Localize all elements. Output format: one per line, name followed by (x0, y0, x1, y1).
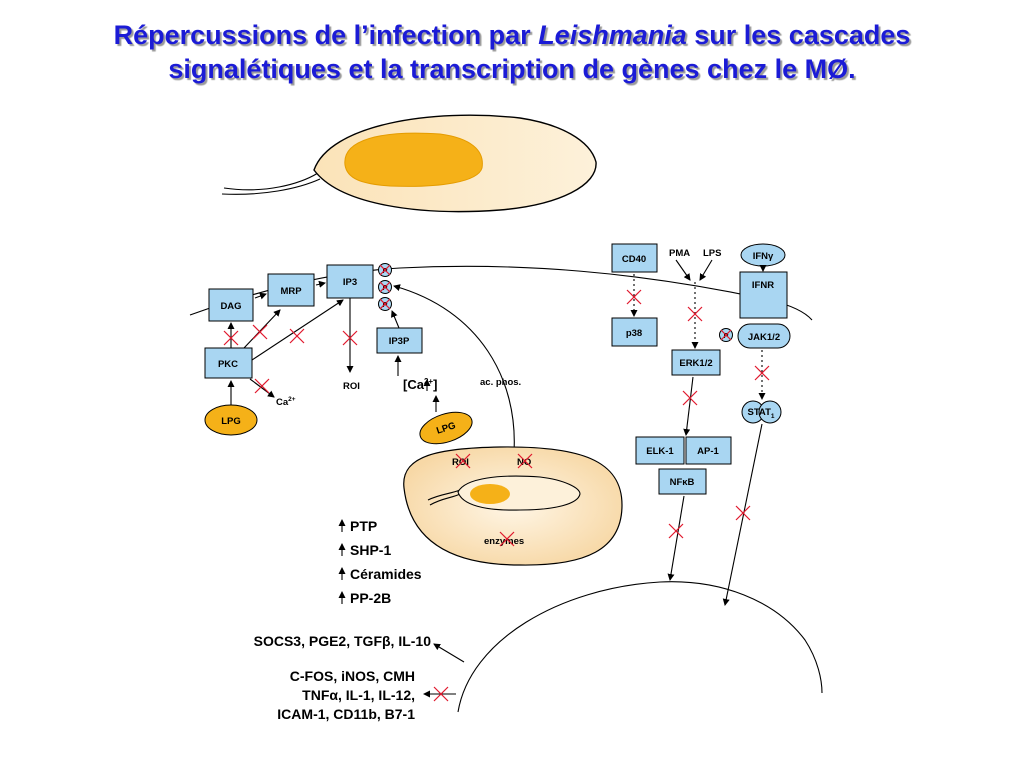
induced-arrow (433, 643, 465, 663)
node-nfkb (658, 468, 707, 495)
nucleus-membrane (457, 581, 823, 713)
title-italic: Leishmania (538, 20, 687, 50)
node-ip3p-label: IP3P (389, 336, 410, 347)
node-ip3p (376, 327, 423, 354)
title-line1-post: sur les cascades (686, 20, 911, 50)
roi-label: ROI (343, 381, 360, 392)
gene-output-blocked-line2: TNFα, IL-1, IL-12, (302, 687, 415, 703)
node-ifnr-label: IFNR (752, 280, 774, 291)
upregulated-text: Céramides (350, 566, 422, 582)
node-pkc-label: PKC (218, 359, 238, 370)
left-inhibition-marks (223, 324, 358, 394)
node-cd40-label: CD40 (622, 254, 646, 265)
node-nfkb-label: NFκB (670, 477, 695, 488)
calcium-bracket-label: [Ca2+] (403, 377, 437, 392)
node-p38 (611, 317, 658, 347)
calcium-small-label: Ca2+ (276, 396, 296, 408)
node-stat-label: STAT1 (747, 407, 774, 420)
node-cd40 (611, 243, 658, 273)
blocked-mark (433, 686, 449, 702)
node-ifnr (739, 271, 788, 319)
upregulated-text: SHP-1 (350, 542, 391, 558)
promastigote-parasite (221, 114, 597, 213)
node-p38-label: p38 (626, 328, 642, 339)
upregulated-list: PTP SHP-1 Céramides PP-2B (338, 518, 422, 606)
title-line2: signalétiques et la transcription de gèn… (168, 54, 856, 84)
lps-label: LPS (703, 248, 721, 259)
upregulated-item: SHP-1 (338, 542, 391, 558)
upregulated-item: PTP (338, 518, 377, 534)
node-ip3-label: IP3 (343, 277, 357, 288)
node-dag (208, 288, 254, 322)
title-line1-pre: Répercussions de l’infection par (113, 20, 539, 50)
phosphate-group-ip3: P P P (378, 263, 392, 311)
node-mrp-label: MRP (280, 286, 302, 297)
parasitophorous-vacuole: ROI NO enzymes (403, 446, 623, 566)
node-pkc (204, 347, 253, 379)
gene-output-blocked-line1: C-FOS, iNOS, CMH (290, 668, 415, 684)
right-inhibition-marks (626, 289, 770, 539)
node-lpg-left-label: LPG (221, 416, 241, 427)
node-dag-label: DAG (220, 301, 241, 312)
left-pathway-arrows (227, 280, 515, 453)
node-erk-label: ERK1/2 (679, 358, 712, 369)
vacuole-roi-label: ROI (452, 457, 469, 468)
node-elk (635, 436, 685, 465)
node-lpg-mid (419, 411, 473, 445)
upregulated-text: PP-2B (350, 590, 391, 606)
upregulated-item: Céramides (338, 566, 422, 582)
node-ap1 (685, 436, 732, 465)
right-pathway-arrows (630, 259, 767, 606)
gene-output-induced: SOCS3, PGE2, TGFβ, IL-10 (254, 633, 432, 649)
acid-phosphatase-label: ac. phos. (480, 377, 521, 388)
node-mrp (267, 273, 315, 307)
node-jak (737, 323, 791, 349)
node-ip3 (326, 264, 374, 299)
gene-output-blocked-line3: ICAM-1, CD11b, B7-1 (277, 706, 415, 722)
node-ifng-label: IFNγ (753, 251, 774, 262)
pma-label: PMA (669, 248, 690, 259)
node-erk (671, 349, 721, 376)
upregulated-item: PP-2B (338, 590, 391, 606)
upregulated-text: PTP (350, 518, 377, 534)
page-title: Répercussions de l’infection par Leishma… (0, 18, 1024, 86)
node-elk-label: ELK-1 (646, 446, 674, 457)
node-ap1-label: AP-1 (697, 446, 719, 457)
node-jak-label: JAK1/2 (748, 332, 780, 343)
node-stat: STAT1 (741, 400, 782, 424)
